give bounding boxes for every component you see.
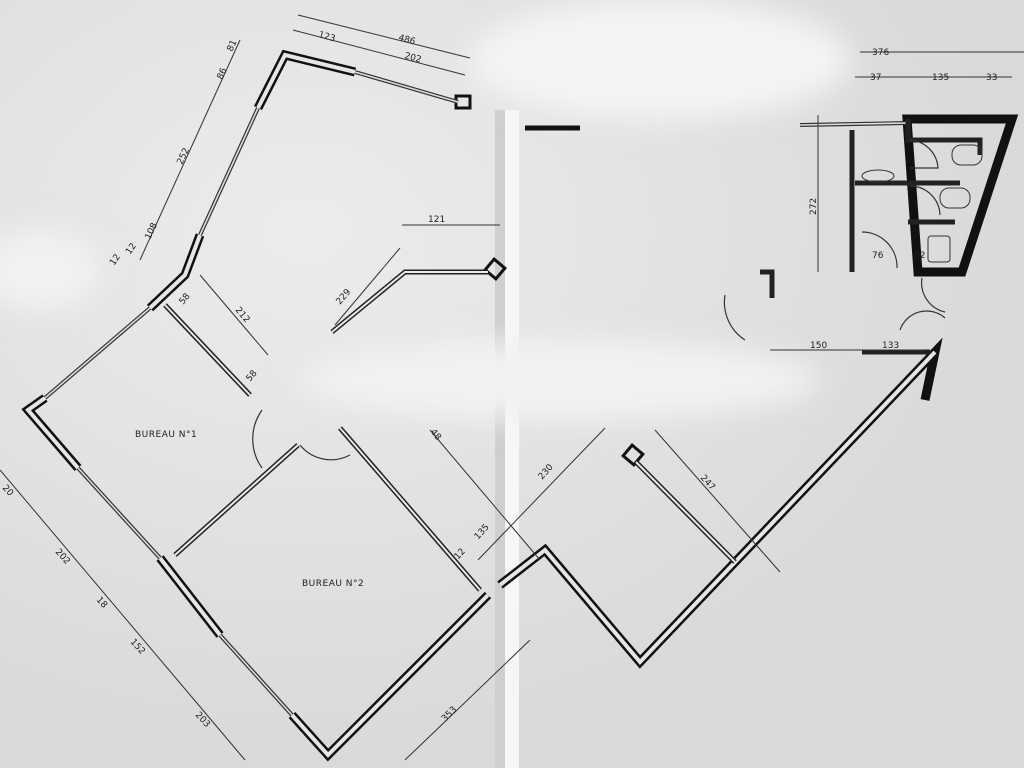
dim-label: 150 bbox=[810, 341, 827, 351]
dim-label: 133 bbox=[882, 341, 899, 351]
partitions bbox=[163, 119, 983, 592]
dim-label: 135 bbox=[932, 73, 949, 83]
dim-label: 121 bbox=[428, 215, 445, 225]
paper-fold-shadow bbox=[495, 110, 505, 768]
exterior-walls bbox=[21, 49, 1019, 762]
room-label-bureau-2: BUREAU N°2 bbox=[302, 579, 364, 589]
blur-patches bbox=[0, 0, 850, 420]
doors bbox=[252, 139, 946, 469]
dim-label: 486 bbox=[397, 33, 416, 47]
dim-label: 202 bbox=[403, 51, 422, 65]
dim-label: 272 bbox=[809, 198, 819, 215]
sink-icon bbox=[927, 235, 951, 263]
dim-label: 92 bbox=[914, 251, 925, 261]
dim-label: 76 bbox=[872, 251, 884, 261]
dim-label: 33 bbox=[986, 73, 997, 83]
dimension-lines bbox=[0, 14, 1024, 761]
toilet-icon bbox=[951, 144, 983, 166]
dim-label: 81 bbox=[226, 39, 240, 54]
dim-label: 37 bbox=[870, 73, 881, 83]
toilet-icon bbox=[939, 187, 971, 209]
washbasin-icon bbox=[861, 169, 895, 183]
wc-fixtures bbox=[861, 144, 983, 263]
paper-fold bbox=[505, 110, 519, 768]
dim-label: 123 bbox=[317, 30, 336, 44]
dim-label: 376 bbox=[872, 48, 889, 58]
room-label-bureau-1: BUREAU N°1 bbox=[135, 430, 197, 440]
dim-label: 86 bbox=[216, 66, 230, 81]
